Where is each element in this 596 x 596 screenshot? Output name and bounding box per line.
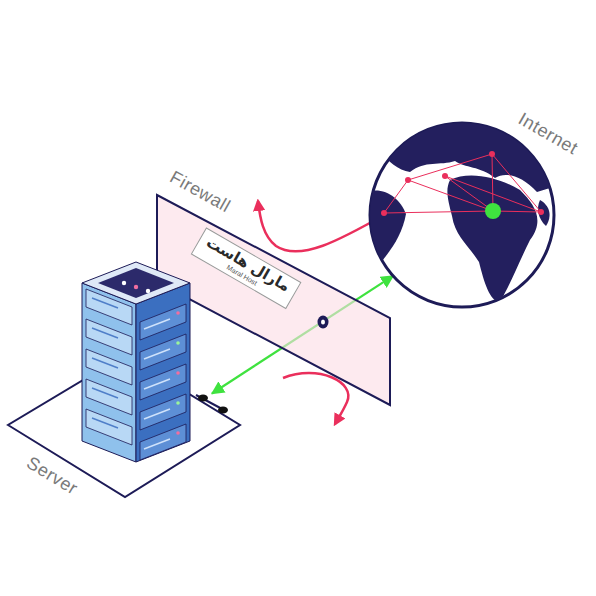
node-label: Server [23,453,82,500]
internet-globe: Internet [362,100,595,312]
server-area: Server [5,262,212,505]
blocked-traffic-arrow [283,373,348,424]
label-holder: Server [23,453,82,500]
blocked-traffic-arrow [258,201,386,251]
